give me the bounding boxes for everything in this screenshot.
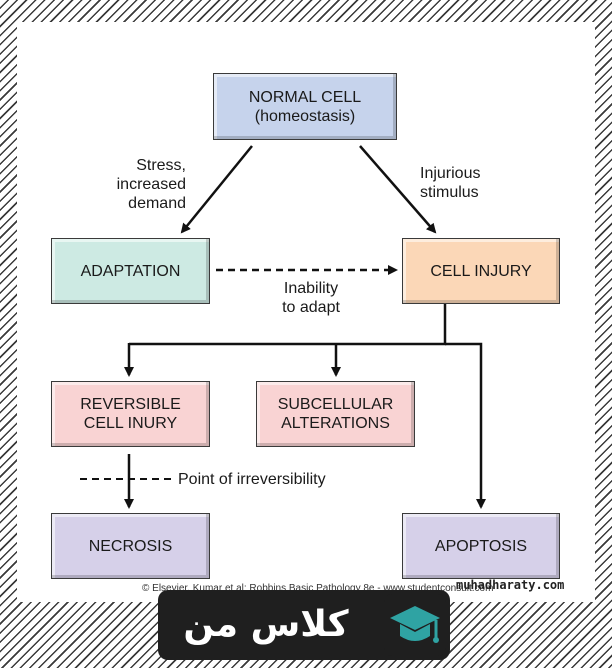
subcellular-line2: ALTERATIONS <box>281 415 390 432</box>
logo-banner: كلاس من <box>158 590 450 660</box>
irreversibility-label: Point of irreversibility <box>178 471 326 488</box>
normal-cell-title: NORMAL CELL <box>248 88 362 106</box>
arrow-normal-to-injury <box>359 145 437 234</box>
apoptosis-box: APOPTOSIS <box>402 513 560 579</box>
normal-cell-box: NORMAL CELL (homeostasis) <box>213 73 397 140</box>
copyright-text: © Elsevier. Kumar et al: Robbins Basic P… <box>142 583 494 594</box>
adaptation-label: ADAPTATION <box>80 262 181 280</box>
watermark-text: muhadharaty.com <box>456 578 565 592</box>
injurious-stimulus-label: Injurious stimulus <box>420 165 481 201</box>
inability-label: Inability to adapt <box>282 280 340 316</box>
reversible-injury-box: REVERSIBLE CELL INURY <box>51 381 210 447</box>
stress-label: Stress, increased demand <box>116 157 186 212</box>
arrow-to-apoptosis <box>445 342 486 509</box>
normal-cell-subtitle: (homeostasis) <box>254 107 356 125</box>
reversible-line2: CELL INURY <box>83 415 178 432</box>
cell-injury-box: CELL INJURY <box>402 238 560 304</box>
apoptosis-label: APOPTOSIS <box>434 537 528 555</box>
adaptation-box: ADAPTATION <box>51 238 210 304</box>
graduation-cap-icon <box>384 594 446 656</box>
subcellular-line1: SUBCELLULAR <box>277 396 394 413</box>
necrosis-label: NECROSIS <box>88 537 173 555</box>
reversible-line1: REVERSIBLE <box>80 396 181 413</box>
logo-wordmark: كلاس من <box>183 604 349 645</box>
cell-injury-label: CELL INJURY <box>430 262 532 280</box>
arrow-normal-to-adaptation <box>180 145 253 234</box>
necrosis-box: NECROSIS <box>51 513 210 579</box>
subcellular-alterations-box: SUBCELLULAR ALTERATIONS <box>256 381 415 447</box>
